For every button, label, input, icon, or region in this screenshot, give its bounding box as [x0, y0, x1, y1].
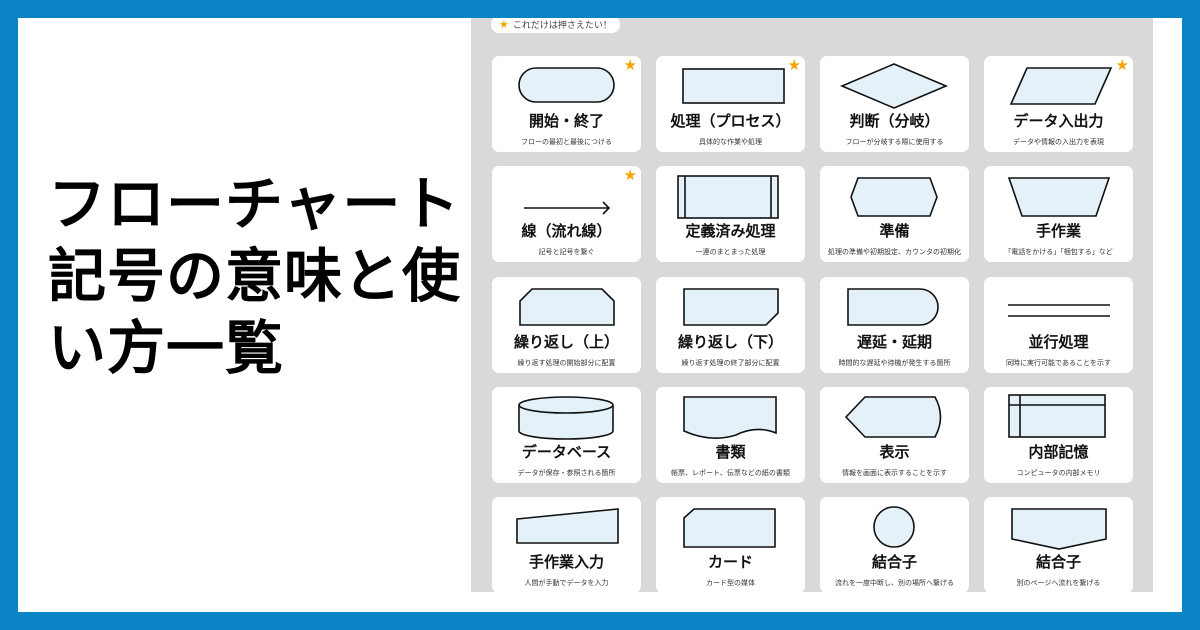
card-description: 同時に実行可能であることを示す [1006, 359, 1111, 367]
card-title: 処理（プロセス） [670, 112, 791, 130]
loop-start-symbol-icon [519, 288, 615, 326]
symbol-card-internal-storage: 内部記憶 コンピュータの内部メモリ [984, 387, 1133, 483]
card-title: 内部記憶 [1028, 443, 1089, 461]
data-symbol-icon [1009, 67, 1113, 105]
symbol-card-arrow: ★ 線（流れ線） 記号と記号を繋ぐ [492, 166, 641, 262]
symbol-card-delay: 遅延・延期 時間的な遅延や待機が発生する箇所 [820, 277, 969, 373]
page-title: フローチャート記号の意味と使い方一覧 [48, 168, 468, 384]
card-description: 繰り返す処理の開始部分に配置 [517, 359, 616, 367]
card-title: 結合子 [1035, 553, 1081, 571]
connector-symbol-icon [873, 506, 915, 548]
symbol-panel: ★これだけは押さえたい！ ★ 開始・終了 フローの最初と最後につける ★ 処理（… [471, 18, 1153, 593]
delay-symbol-icon [847, 288, 939, 326]
internal-storage-symbol-icon [1008, 394, 1106, 438]
manual-symbol-icon [1007, 177, 1111, 217]
card-description: 記号と記号を繋ぐ [538, 248, 595, 256]
card-title: データベース [521, 443, 612, 461]
symbol-card-parallel: 並行処理 同時に実行可能であることを示す [984, 277, 1133, 373]
terminal-symbol-icon [518, 67, 615, 103]
card-description: 繰り返す処理の終了部分に配置 [681, 359, 780, 367]
title-line-1: フローチャート記号の [48, 170, 461, 310]
card-title: データ入出力 [1013, 112, 1104, 130]
card-title: カード [707, 553, 753, 571]
card-title: 手作業入力 [528, 553, 604, 571]
card-description: データが保存・参照される箇所 [517, 469, 616, 477]
title-line-2: 意味と使い方一覧 [48, 242, 462, 382]
legend: ★これだけは押さえたい！ [491, 18, 620, 33]
card-title: 判断（分岐） [849, 112, 940, 130]
card-description: 人間が手動でデータを入力 [524, 579, 609, 587]
card-title: 繰り返し（上） [513, 333, 619, 351]
symbol-card-data: ★ データ入出力 データや情報の入出力を表現 [984, 56, 1133, 152]
symbol-card-predefined: 定義済み処理 一連のまとまった処理 [656, 166, 805, 262]
star-icon: ★ [787, 56, 801, 74]
symbol-card-document: 書類 帳票、レポート、伝票などの紙の書類 [656, 387, 805, 483]
predefined-symbol-icon [677, 175, 779, 219]
symbol-card-terminal: ★ 開始・終了 フローの最初と最後につける [492, 56, 641, 152]
symbol-card-card: カード カード型の媒体 [656, 497, 805, 593]
card-title: 開始・終了 [528, 112, 604, 130]
offpage-connector-symbol-icon [1011, 508, 1107, 550]
card-description: 処理の準備や初期設定、カウンタの初期化 [828, 248, 961, 256]
card-description: コンピュータの内部メモリ [1016, 469, 1101, 477]
symbol-card-decision: 判断（分岐） フローが分岐する際に使用する [820, 56, 969, 152]
display-symbol-icon [844, 396, 942, 438]
symbol-card-loop-start: 繰り返し（上） 繰り返す処理の開始部分に配置 [492, 277, 641, 373]
card-title: 表示 [879, 443, 910, 461]
card-description: 別のページへ流れを繋げる [1016, 579, 1101, 587]
card-title: 手作業 [1035, 222, 1081, 240]
symbol-card-preparation: 準備 処理の準備や初期設定、カウンタの初期化 [820, 166, 969, 262]
card-description: カード型の媒体 [706, 579, 755, 587]
card-description: データや情報の入出力を表現 [1013, 138, 1104, 146]
card-title: 線（流れ線） [521, 222, 612, 240]
parallel-symbol-icon [1008, 304, 1110, 317]
symbol-card-connector: 結合子 流れを一度中断し、別の場所へ繋げる [820, 497, 969, 593]
card-description: 一連のまとまった処理 [695, 248, 766, 256]
arrow-symbol-icon [524, 201, 611, 215]
card-description: 時間的な遅延や待機が発生する箇所 [838, 359, 951, 367]
document-symbol-icon [683, 396, 777, 439]
card-title: 準備 [879, 222, 910, 240]
star-icon: ★ [623, 56, 637, 74]
card-description: 流れを一度中断し、別の場所へ繋げる [835, 579, 954, 587]
symbol-card-process: ★ 処理（プロセス） 具体的な作業や処理 [656, 56, 805, 152]
symbol-card-offpage-connector: 結合子 別のページへ流れを繋げる [984, 497, 1133, 593]
card-title: 遅延・延期 [856, 333, 932, 351]
card-description: 「電話をかける」「梱包する」など [1004, 248, 1113, 256]
symbol-card-manual-input: 手作業入力 人間が手動でデータを入力 [492, 497, 641, 593]
card-title: 繰り返し（下） [677, 333, 783, 351]
symbol-card-database: データベース データが保存・参照される箇所 [492, 387, 641, 483]
preparation-symbol-icon [850, 177, 938, 217]
card-title: 結合子 [871, 553, 917, 571]
legend-label: これだけは押さえたい！ [512, 21, 612, 31]
card-title: 書類 [715, 443, 746, 461]
card-title: 定義済み処理 [685, 222, 776, 240]
card-description: フローの最初と最後につける [521, 138, 612, 146]
star-icon: ★ [1115, 56, 1129, 74]
symbol-card-display: 表示 情報を画面に表示することを示す [820, 387, 969, 483]
thumbnail: ★これだけは押さえたい！ ★ 開始・終了 フローの最初と最後につける ★ 処理（… [18, 18, 1182, 612]
symbol-card-loop-end: 繰り返し（下） 繰り返す処理の終了部分に配置 [656, 277, 805, 373]
database-symbol-icon [518, 396, 614, 440]
manual-input-symbol-icon [516, 508, 619, 544]
card-description: 帳票、レポート、伝票などの紙の書類 [671, 469, 790, 477]
symbol-card-manual: 手作業 「電話をかける」「梱包する」など [984, 166, 1133, 262]
card-symbol-icon [683, 508, 776, 548]
card-title: 並行処理 [1028, 333, 1089, 351]
loop-end-symbol-icon [683, 288, 779, 326]
process-symbol-icon [682, 68, 785, 104]
decision-symbol-icon [839, 63, 949, 109]
card-description: 情報を画面に表示することを示す [842, 469, 947, 477]
star-icon: ★ [623, 166, 637, 184]
card-description: フローが分岐する際に使用する [845, 138, 944, 146]
card-description: 具体的な作業や処理 [699, 138, 762, 146]
star-icon: ★ [499, 18, 509, 31]
